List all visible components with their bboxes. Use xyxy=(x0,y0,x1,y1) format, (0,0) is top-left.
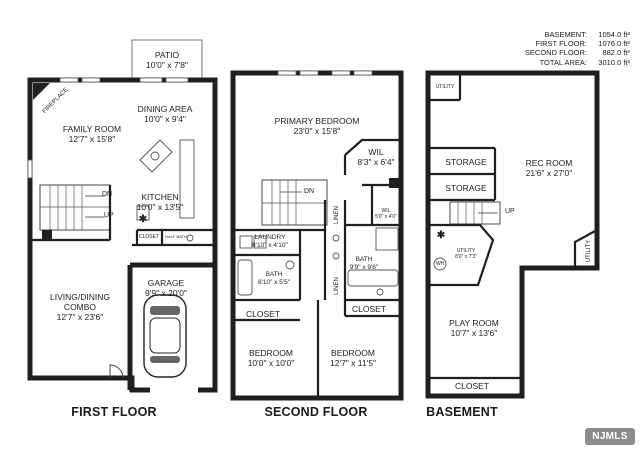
car-rear-window xyxy=(150,356,180,363)
window xyxy=(165,77,189,83)
closet-label: CLOSET xyxy=(245,309,281,319)
bathtub xyxy=(237,259,253,296)
area-row: TOTAL AREA:3010.0 ft² xyxy=(539,57,630,67)
toilet-icon xyxy=(186,234,194,242)
window xyxy=(81,77,101,83)
half-bath-label: HALF BATH xyxy=(165,234,187,239)
linen-label: LINEN xyxy=(333,206,340,224)
sink-icon xyxy=(332,234,340,242)
up-label: UP xyxy=(505,208,515,215)
kitchen-counter xyxy=(179,139,195,219)
fridge xyxy=(136,205,150,221)
column xyxy=(42,230,52,240)
fireplace-icon xyxy=(33,83,50,100)
down-label: DN xyxy=(102,191,113,198)
stairs xyxy=(261,179,328,226)
utility-label: UTILITY xyxy=(435,84,455,90)
window xyxy=(299,70,319,76)
dryer-icon xyxy=(253,235,267,249)
utility-label: UTILITY xyxy=(586,239,593,263)
linen-label: LINEN xyxy=(333,277,340,295)
second-floor-plan xyxy=(230,70,404,401)
down-label: DN xyxy=(304,188,315,195)
window xyxy=(27,159,33,179)
car-windshield xyxy=(150,306,180,315)
up-label: UP xyxy=(104,212,114,219)
water-heater-icon xyxy=(433,257,447,271)
basement-exterior-wall xyxy=(425,70,600,399)
car-roof xyxy=(149,317,181,354)
first-floor-exterior-wall xyxy=(27,77,218,393)
water-heater-label: WH xyxy=(435,261,445,267)
storage-label: STORAGE xyxy=(445,157,487,167)
bathtub xyxy=(347,269,399,287)
sink-icon xyxy=(150,151,160,161)
column xyxy=(389,178,399,188)
shower xyxy=(375,227,399,251)
second-floor-title: SECOND FLOOR xyxy=(264,405,368,419)
window xyxy=(331,70,351,76)
toilet-icon xyxy=(285,260,295,270)
sink-icon xyxy=(332,252,340,260)
window xyxy=(353,70,373,76)
basement-title: BASEMENT xyxy=(426,405,498,419)
patio-outline xyxy=(131,39,203,81)
area-row: FIRST FLOOR:1076.0 ft² xyxy=(535,39,630,49)
basement-plan xyxy=(425,70,600,399)
storage-label: STORAGE xyxy=(445,183,487,193)
stairs xyxy=(39,184,111,231)
closet-label: CLOSET xyxy=(454,381,490,391)
window xyxy=(277,70,297,76)
closet-label: CLOSET xyxy=(351,304,387,314)
njmls-logo: NJMLS xyxy=(585,428,635,445)
closet-label: CLOSET xyxy=(138,234,160,240)
entry-door xyxy=(109,364,124,379)
smoke-detector-icon: ✱ xyxy=(436,230,446,241)
washer-icon xyxy=(239,235,253,249)
toilet-icon xyxy=(376,288,384,296)
first-floor-plan xyxy=(27,39,218,393)
area-summary: BASEMENT:1054.0 ft² FIRST FLOOR:1076.0 f… xyxy=(525,30,630,67)
area-row: SECOND FLOOR:882.0 ft² xyxy=(524,48,630,58)
window xyxy=(59,77,79,83)
first-floor-title: FIRST FLOOR xyxy=(71,405,157,419)
window xyxy=(139,77,163,83)
smoke-detector-icon: ✱ xyxy=(138,214,148,225)
area-row: BASEMENT:1054.0 ft² xyxy=(544,30,630,39)
